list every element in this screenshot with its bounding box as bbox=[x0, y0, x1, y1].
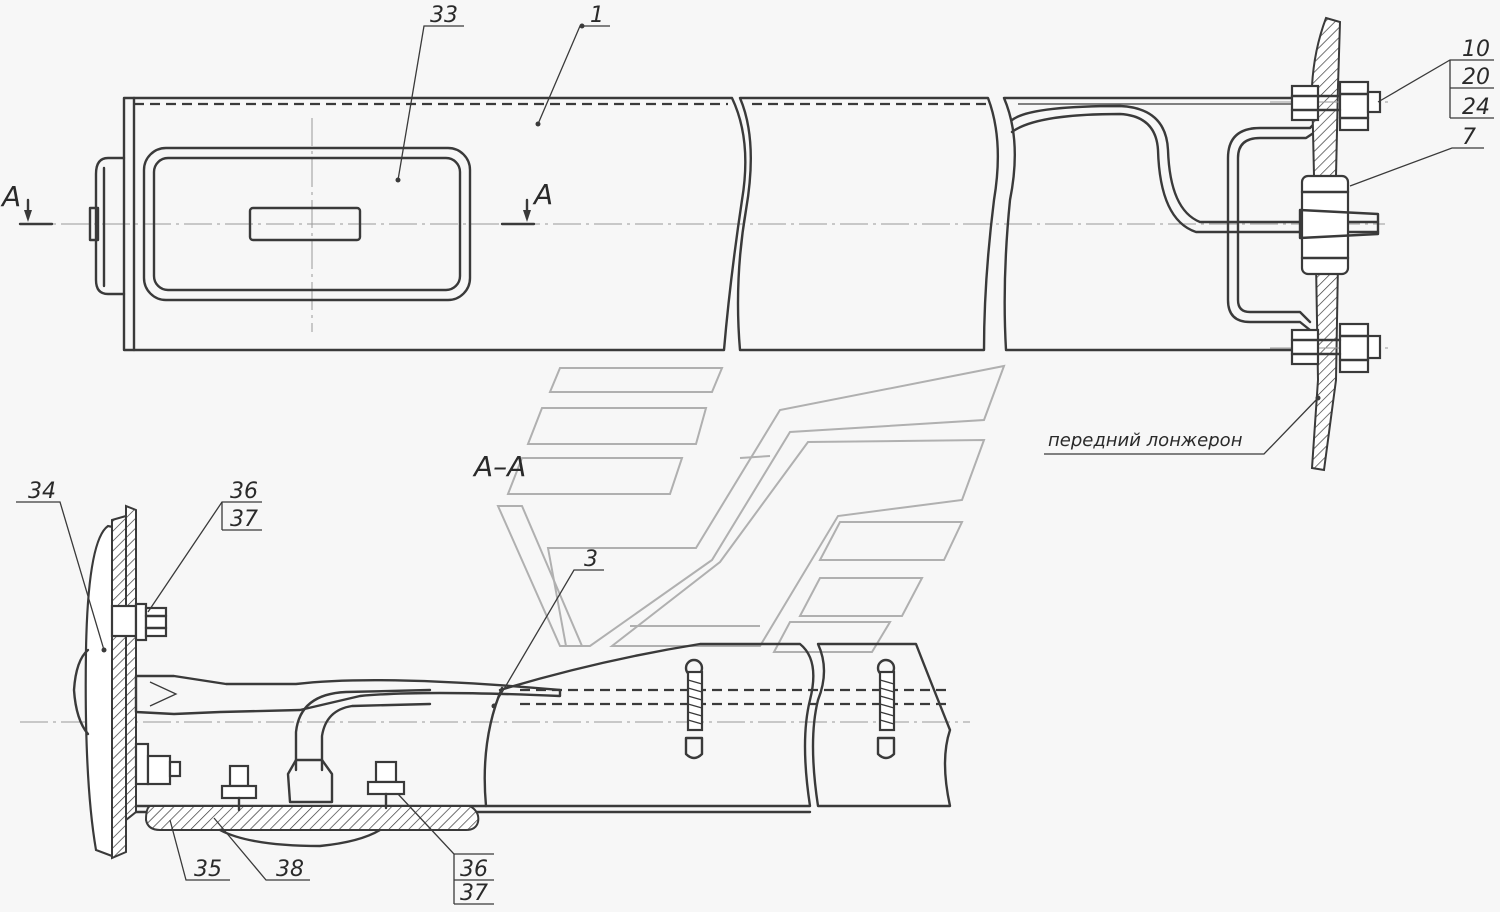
grommet bbox=[1300, 174, 1350, 276]
connector bbox=[134, 674, 562, 716]
top-view: A A bbox=[0, 16, 1392, 472]
callout-36-bottom: 36 bbox=[460, 857, 488, 882]
housing-segment-right bbox=[1002, 96, 1302, 352]
callout-7: 7 bbox=[1462, 125, 1476, 150]
lamp-window-outer bbox=[142, 146, 472, 302]
bottom-screw-right bbox=[366, 760, 406, 810]
callout-20: 20 bbox=[1462, 65, 1490, 90]
spring-clamp-right bbox=[876, 658, 896, 760]
callout-36-top: 36 bbox=[230, 479, 258, 504]
spar-note: передний лонжерон bbox=[1048, 430, 1243, 451]
section-housing bbox=[134, 642, 815, 808]
leader-lines bbox=[16, 23, 1494, 905]
callout-37-top: 37 bbox=[230, 507, 258, 532]
lamp-base bbox=[144, 805, 480, 831]
lower-screw bbox=[134, 742, 182, 786]
section-marker-right: A bbox=[500, 178, 553, 226]
callout-3: 3 bbox=[584, 547, 598, 572]
cable-top bbox=[1010, 104, 1380, 224]
lamp-slot bbox=[248, 206, 362, 242]
cut-label-right: A bbox=[532, 178, 553, 211]
callout-38: 38 bbox=[276, 857, 304, 882]
bracket bbox=[1226, 118, 1320, 332]
callout-34: 34 bbox=[28, 479, 56, 504]
callout-35: 35 bbox=[194, 857, 222, 882]
spring-clamp-left bbox=[684, 658, 704, 760]
upper-bolt-assembly bbox=[1270, 80, 1392, 132]
callout-33: 33 bbox=[430, 3, 458, 28]
end-cap bbox=[94, 156, 126, 296]
callout-10: 10 bbox=[1462, 37, 1490, 62]
watermark-logo bbox=[496, 364, 1006, 653]
section-title: A–A bbox=[472, 450, 526, 483]
callout-labels: 33 1 10 20 24 7 передний лонжерон A–A 34… bbox=[28, 3, 1490, 906]
upper-screw bbox=[110, 602, 168, 642]
section-view bbox=[20, 504, 970, 860]
cut-label-left: A bbox=[0, 180, 21, 213]
mounting-plate bbox=[125, 504, 137, 823]
housing-segment-middle bbox=[736, 96, 1000, 352]
callout-1: 1 bbox=[590, 3, 604, 28]
bent-tube bbox=[294, 688, 432, 772]
callout-37-bottom: 37 bbox=[460, 881, 488, 906]
callout-24: 24 bbox=[1462, 95, 1490, 120]
lower-bolt-assembly bbox=[1270, 322, 1392, 374]
section-marker-left: A bbox=[0, 180, 54, 226]
bottom-screw-left bbox=[220, 764, 258, 812]
housing-segment-left bbox=[122, 96, 747, 352]
lamp-window-inner bbox=[152, 156, 462, 292]
